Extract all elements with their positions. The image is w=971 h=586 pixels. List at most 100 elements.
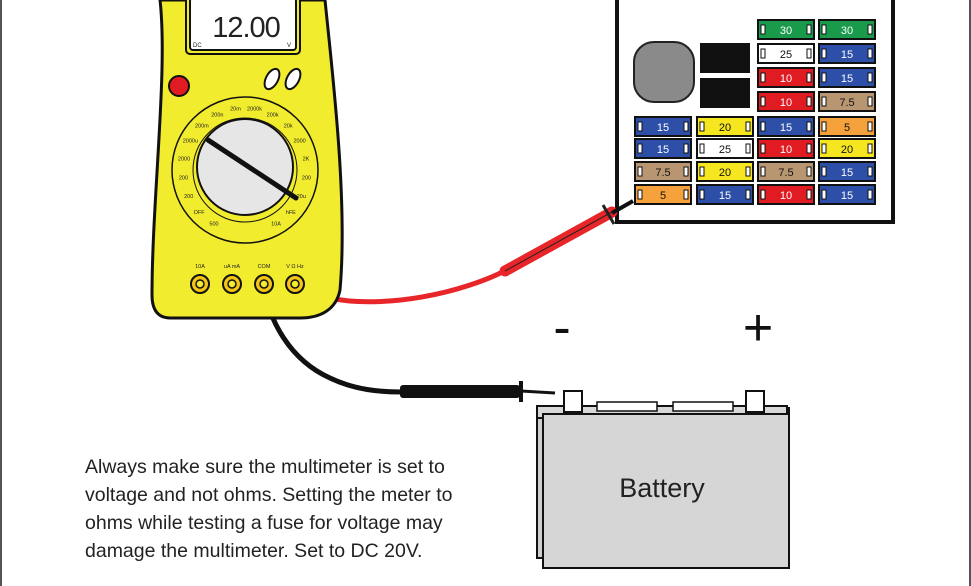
fuse-blade-left <box>821 166 827 177</box>
fuse-blade-left <box>699 121 705 132</box>
fuse-blade-left <box>760 72 766 83</box>
right-border <box>969 0 971 586</box>
fuse-rating: 10 <box>780 73 792 85</box>
red-probe-tip <box>611 199 634 215</box>
fuse-blade-right <box>806 166 812 177</box>
fuse: 15 <box>818 43 876 64</box>
dial-label: 2000u <box>183 139 198 145</box>
fuse-blade-right <box>867 166 873 177</box>
dial-label: 200m <box>195 123 209 129</box>
caption-line-3: ohms while testing a fuse for voltage ma… <box>85 512 443 534</box>
dial-label: OFF <box>194 210 206 216</box>
fuse-rating: 30 <box>841 25 853 37</box>
fuse-blade-right <box>683 121 689 132</box>
fuse-blade-right <box>806 121 812 132</box>
fuse-body <box>818 19 876 40</box>
fuse-blade-left <box>760 48 766 59</box>
dial-label: 200 <box>184 194 193 200</box>
fuse-blade-right <box>867 143 873 154</box>
fuse-box-round-relay <box>633 41 695 103</box>
fuse-rating: 15 <box>841 73 853 85</box>
dial-label: 20m <box>230 107 241 113</box>
fuse-blade-left <box>821 143 827 154</box>
fuse-rating: 5 <box>844 122 850 134</box>
battery-cap-left <box>596 401 658 412</box>
jack-hole <box>290 279 300 289</box>
black-probe-handle <box>400 385 520 398</box>
fuse-body <box>757 161 815 182</box>
fuse: 5 <box>818 116 876 137</box>
fuse-rating: 25 <box>719 144 731 156</box>
fuse-blade-left <box>821 189 827 200</box>
jack-label: COM <box>258 264 271 270</box>
fuse-body <box>818 184 876 205</box>
battery-positive-terminal <box>745 390 765 413</box>
fuse-blade-right <box>867 72 873 83</box>
fuse-body <box>818 91 876 112</box>
dial-label: 2000 <box>293 139 305 145</box>
fuse-body <box>757 67 815 88</box>
hold-button <box>168 75 190 97</box>
multimeter-mode-label: DC <box>193 43 202 49</box>
battery-label: Battery <box>619 473 705 503</box>
fuse-blade-right <box>745 166 751 177</box>
fuse: 15 <box>818 67 876 88</box>
fuse-body <box>818 43 876 64</box>
fuse-blade-left <box>760 96 766 107</box>
fuse-blade-right <box>867 189 873 200</box>
fuse-body <box>634 116 692 137</box>
fuse-rating: 15 <box>719 190 731 202</box>
battery-cap-right <box>672 401 734 412</box>
fuse-blade-left <box>699 189 705 200</box>
positive-terminal-sign: + <box>743 299 773 357</box>
fuse-box-relay-top <box>700 43 750 73</box>
fuse-rating: 15 <box>841 49 853 61</box>
fuse-blade-right <box>806 189 812 200</box>
fuse-blade-right <box>745 189 751 200</box>
fuse-blade-left <box>821 72 827 83</box>
fuse-body <box>696 161 754 182</box>
fuse: 7.5 <box>634 161 692 182</box>
dial-label: 200 <box>179 176 188 182</box>
fuse-blade-left <box>821 24 827 35</box>
fuse: 25 <box>696 138 754 159</box>
fuse-rating: 20 <box>719 167 731 179</box>
fuse-body <box>818 116 876 137</box>
fuse-body <box>757 116 815 137</box>
jack-label: 10A <box>195 264 205 270</box>
fuse-box-relay-bottom <box>700 78 750 108</box>
fuse-blade-right <box>683 189 689 200</box>
fuse-blade-left <box>821 48 827 59</box>
fuse-body <box>757 43 815 64</box>
fuse-body <box>634 184 692 205</box>
fuse-blade-right <box>806 143 812 154</box>
dial-label: 2K <box>303 157 310 163</box>
dial-label: 500 <box>209 222 218 228</box>
fuse-rating: 7.5 <box>839 97 854 109</box>
dial-pointer <box>205 137 299 201</box>
fuse: 15 <box>818 184 876 205</box>
jack-label: V Ω Hz <box>286 264 304 270</box>
fuse-blade-left <box>637 143 643 154</box>
fuse: 30 <box>757 19 815 40</box>
fuse-body <box>696 116 754 137</box>
fuse-blade-right <box>806 48 812 59</box>
fuse-blade-left <box>699 143 705 154</box>
fuse-rating: 10 <box>780 144 792 156</box>
fuse-body <box>818 161 876 182</box>
battery-negative-terminal <box>563 390 583 413</box>
fuse: 15 <box>634 138 692 159</box>
fuse-body <box>757 138 815 159</box>
fuse-blade-left <box>760 121 766 132</box>
fuse-rating: 25 <box>780 49 792 61</box>
fuse: 30 <box>818 19 876 40</box>
instruction-caption: Always make sure the multimeter is set t… <box>85 453 535 565</box>
fuse: 15 <box>757 116 815 137</box>
fuse-blade-left <box>637 189 643 200</box>
left-border <box>0 0 2 586</box>
fuse-blade-right <box>806 24 812 35</box>
